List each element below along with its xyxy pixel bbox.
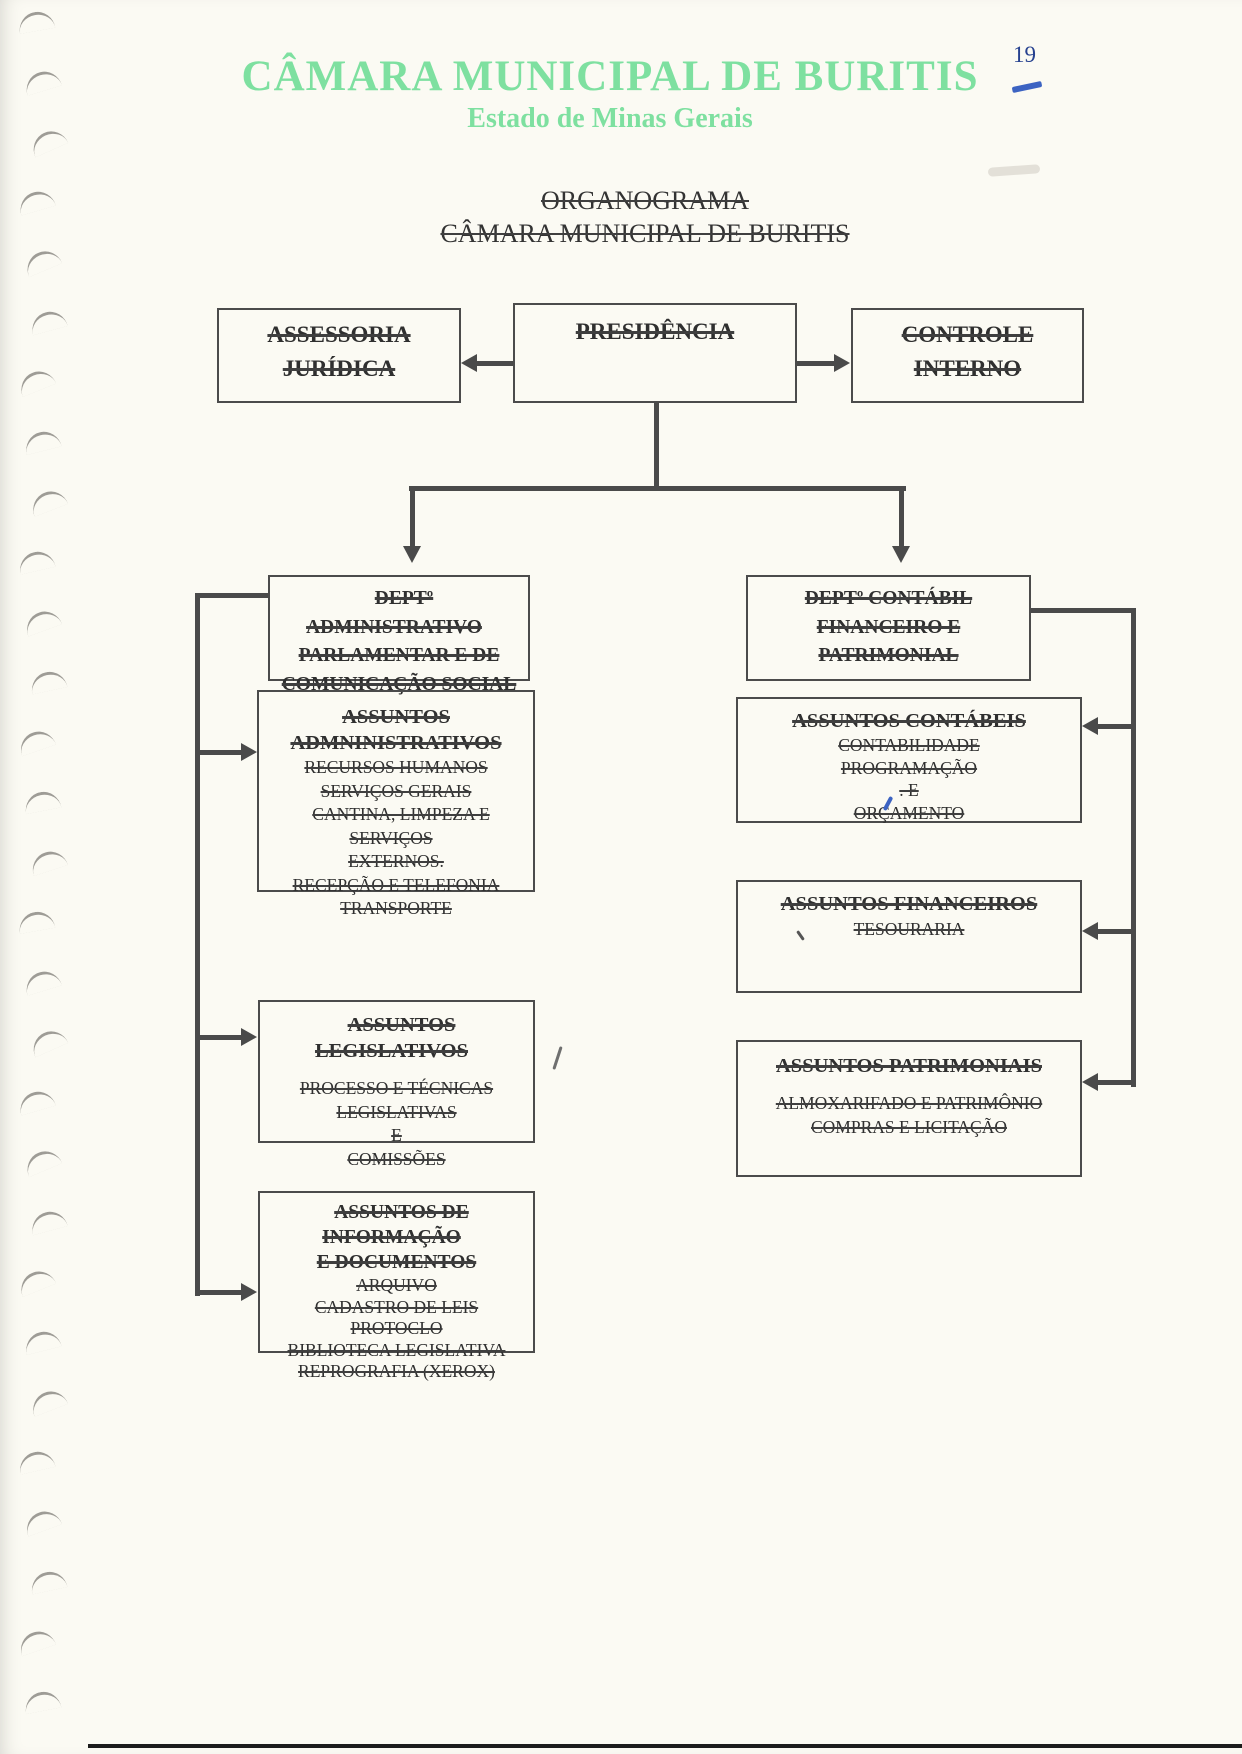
binding-mark xyxy=(27,486,69,517)
node-controle-interno: CONTROLE INTERNO xyxy=(851,308,1084,403)
node-assuntos-contabeis: ASSUNTOS CONTÁBEIS CONTABILIDADE PROGRAM… xyxy=(736,697,1082,823)
node-presidencia: PRESIDÊNCIA xyxy=(513,303,797,403)
doc-title-line2: CÂMARA MUNICIPAL DE BURITIS xyxy=(440,219,850,248)
binding-mark xyxy=(28,1568,68,1595)
connector-presidencia-drop xyxy=(654,402,659,488)
node-assuntos-legislativos: ASSUNTOS LEGISLATIVOS PROCESSO E TÉCNICA… xyxy=(258,1000,535,1169)
node-assessoria-juridica: ASSESSORIA JURÍDICA xyxy=(217,308,461,403)
binding-mark xyxy=(21,1145,63,1178)
arrowhead-to-assuntos-contabeis xyxy=(1082,717,1098,735)
binding-mark xyxy=(16,548,56,575)
page-number: 19 xyxy=(1013,42,1036,67)
pen-slash-mark xyxy=(552,1046,563,1070)
binding-mark xyxy=(16,1087,56,1116)
binding-mark xyxy=(27,846,69,877)
binding-mark xyxy=(22,1688,62,1715)
connector-to-assuntos-administrativos xyxy=(200,750,242,755)
connector-to-assuntos-contabeis xyxy=(1097,724,1134,729)
connector-drop-right xyxy=(899,489,904,548)
binding-mark xyxy=(15,1626,57,1657)
binding-mark xyxy=(15,726,57,757)
binding-mark xyxy=(21,606,63,637)
arrowhead-to-assuntos-informacao xyxy=(241,1283,257,1301)
scan-smudge xyxy=(987,164,1041,177)
binding-mark xyxy=(16,909,56,934)
binding-mark xyxy=(15,365,57,398)
binding-mark xyxy=(21,1506,63,1537)
arrowhead-to-assuntos-patrimoniais xyxy=(1082,1073,1098,1091)
connector-to-assuntos-legislativos xyxy=(200,1035,242,1040)
binding-mark xyxy=(16,1448,56,1475)
binding-mark xyxy=(28,1207,68,1236)
binding-mark xyxy=(16,9,56,34)
scan-edge-line xyxy=(88,1744,1242,1748)
binding-mark xyxy=(28,668,68,695)
arrowhead-to-controle xyxy=(834,354,850,372)
binding-mark xyxy=(15,1265,57,1298)
connector-presidencia-assessoria xyxy=(476,361,513,366)
binding-mark xyxy=(22,427,62,456)
connector-split-horizontal xyxy=(409,486,906,491)
node-assuntos-financeiros: ASSUNTOS FINANCEIROS TESOURARIA xyxy=(736,880,1082,993)
doc-title-line1: ORGANOGRAMA xyxy=(540,186,749,215)
binding-mark xyxy=(22,967,62,996)
connector-drop-left xyxy=(410,489,415,548)
arrowhead-to-dept-contabil xyxy=(892,546,910,563)
binding-mark xyxy=(22,788,62,815)
letterhead-title: CÂMARA MUNICIPAL DE BURITIS xyxy=(241,53,979,100)
connector-to-assuntos-patrimoniais xyxy=(1097,1080,1134,1085)
binding-mark xyxy=(21,245,63,278)
connector-to-assuntos-informacao xyxy=(200,1290,242,1295)
binding-mark xyxy=(27,1025,69,1058)
letterhead-subtitle: Estado de Minas Gerais xyxy=(467,103,753,134)
node-dept-contabil: DEPTº CONTÁBIL FINANCEIRO E PATRIMONIAL xyxy=(746,575,1031,681)
binding-mark xyxy=(22,1327,62,1356)
doc-title: ORGANOGRAMA CÂMARA MUNICIPAL DE BURITIS xyxy=(200,184,1090,250)
arrowhead-to-assuntos-financeiros xyxy=(1082,922,1098,940)
node-assuntos-administrativos: ASSUNTOS ADMNINISTRATIVOS RECURSOS HUMAN… xyxy=(257,690,535,918)
connector-left-spine xyxy=(195,593,200,1296)
spiral-binding xyxy=(12,0,82,1754)
arrowhead-to-assuntos-administrativos xyxy=(241,743,257,761)
connector-right-spine xyxy=(1131,608,1136,1087)
node-assuntos-informacao: ASSUNTOS DE INFORMAÇÃO E DOCUMENTOS ARQU… xyxy=(258,1191,535,1381)
arrowhead-to-dept-administrativo xyxy=(403,546,421,563)
binding-mark xyxy=(27,125,69,158)
connector-presidencia-controle xyxy=(797,361,834,366)
node-assuntos-patrimoniais: ASSUNTOS PATRIMONIAIS ALMOXARIFADO E PAT… xyxy=(736,1040,1082,1177)
binding-mark xyxy=(28,307,68,336)
connector-right-spine-top xyxy=(1031,608,1136,613)
arrowhead-to-assuntos-legislativos xyxy=(241,1028,257,1046)
node-dept-administrativo: DEPTº ADMINISTRATIVO PARLAMENTAR E DE CO… xyxy=(268,575,530,695)
arrowhead-to-assessoria xyxy=(461,354,477,372)
connector-to-assuntos-financeiros xyxy=(1097,929,1134,934)
binding-mark xyxy=(22,67,62,96)
connector-left-spine-top xyxy=(197,593,268,598)
binding-mark xyxy=(16,187,56,216)
binding-mark xyxy=(27,1386,69,1417)
